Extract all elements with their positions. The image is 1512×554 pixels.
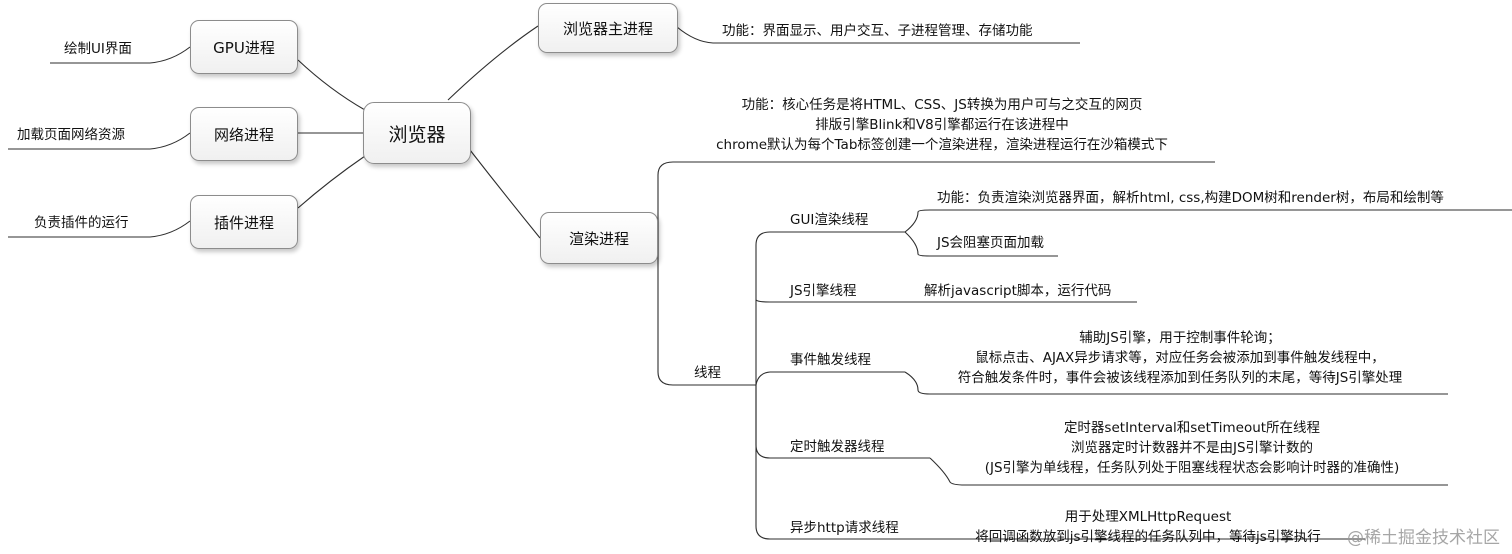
link-root-gpu: [297, 59, 366, 111]
link-threads-http: [755, 385, 930, 540]
link-root-render: [469, 149, 541, 239]
timer-thread-desc: 定时器setInterval和setTimeout所在线程 浏览器定时计数器并不…: [942, 418, 1442, 478]
thread-event-label: 事件触发线程: [790, 352, 871, 368]
render-desc-line: 功能：核心任务是将HTML、CSS、JS转换为用户可与之交互的网页: [741, 97, 1143, 113]
thread-http-label: 异步http请求线程: [790, 520, 899, 536]
link-threads-event: [755, 371, 905, 386]
main-process-node[interactable]: 浏览器主进程: [538, 3, 678, 53]
plugin-process-node[interactable]: 插件进程: [190, 195, 298, 249]
http-desc-line: 用于处理XMLHttpRequest: [1064, 509, 1232, 525]
link-network-desc: [8, 132, 191, 150]
event-desc-line: 辅助JS引擎，用于控制事件轮询；: [1079, 330, 1281, 346]
render-desc-line: 排版引擎Blink和V8引擎都运行在该进程中: [815, 117, 1069, 133]
link-plugin-desc: [8, 220, 191, 238]
render-desc-line: chrome默认为每个Tab标签创建一个渲染进程，渲染进程运行在沙箱模式下: [716, 137, 1168, 153]
plugin-process-desc: 负责插件的运行: [34, 215, 129, 231]
link-main-desc: [676, 26, 1080, 44]
gpu-process-label: GPU进程: [213, 38, 275, 57]
link-gui-block: [904, 231, 1058, 257]
link-timer-desc: [929, 457, 1448, 486]
render-process-desc: 功能：核心任务是将HTML、CSS、JS转换为用户可与之交互的网页 排版引擎Bl…: [672, 95, 1212, 155]
link-render-desc: [657, 161, 1215, 238]
timer-desc-line: (JS引擎为单线程，任务队列处于阻塞线程状态会影响计时器的准确性): [984, 460, 1400, 476]
gui-func-desc: 功能：负责渲染浏览器界面，解析html, css,构建DOM树和render树，…: [937, 190, 1444, 206]
thread-timer-label: 定时触发器线程: [790, 439, 885, 455]
thread-gui-label: GUI渲染线程: [790, 212, 869, 228]
link-render-threads: [657, 238, 756, 386]
main-process-desc: 功能：界面显示、用户交互、子进程管理、存储功能: [722, 23, 1033, 39]
thread-js-label: JS引擎线程: [790, 283, 857, 299]
watermark: @稀土掘金技术社区: [1347, 528, 1500, 548]
root-label: 浏览器: [388, 123, 446, 146]
network-process-node[interactable]: 网络进程: [190, 107, 298, 161]
gui-block-desc: JS会阻塞页面加载: [937, 235, 1045, 251]
threads-label: 线程: [694, 365, 721, 381]
plugin-process-label: 插件进程: [213, 213, 274, 232]
network-process-label: 网络进程: [213, 125, 274, 144]
event-thread-desc: 辅助JS引擎，用于控制事件轮询； 鼠标点击、AJAX异步请求等，对应任务会被添加…: [920, 328, 1440, 388]
link-root-plugin: [297, 155, 366, 209]
timer-desc-line: 定时器setInterval和setTimeout所在线程: [1063, 420, 1321, 436]
root-node[interactable]: 浏览器: [363, 102, 471, 164]
link-gui-func: [904, 209, 1512, 233]
render-process-label: 渲染进程: [568, 229, 629, 248]
http-desc-line: 将回调函数放到js引擎线程的任务队列中，等待js引擎执行: [975, 529, 1321, 545]
timer-desc-line: 浏览器定时计数器并不是由JS引擎计数的: [1070, 440, 1314, 456]
link-threads-js: [755, 299, 905, 303]
link-gpu-desc: [50, 46, 191, 64]
gpu-process-desc: 绘制UI界面: [64, 41, 132, 57]
event-desc-line: 符合触发条件时，事件会被该线程添加到任务队列的末尾，等待JS引擎处理: [957, 370, 1403, 386]
js-thread-desc: 解析javascript脚本，运行代码: [924, 283, 1112, 299]
link-event-desc: [904, 371, 1448, 395]
network-process-desc: 加载页面网络资源: [17, 127, 125, 143]
event-desc-line: 鼠标点击、AJAX异步请求等，对应任务会被添加到事件触发线程中，: [975, 350, 1385, 366]
link-threads-gui: [755, 231, 905, 385]
link-root-main: [447, 25, 539, 101]
main-process-label: 浏览器主进程: [562, 19, 653, 38]
gpu-process-node[interactable]: GPU进程: [190, 20, 298, 74]
render-process-node[interactable]: 渲染进程: [540, 212, 658, 264]
http-thread-desc: 用于处理XMLHttpRequest 将回调函数放到js引擎线程的任务队列中，等…: [932, 507, 1364, 547]
